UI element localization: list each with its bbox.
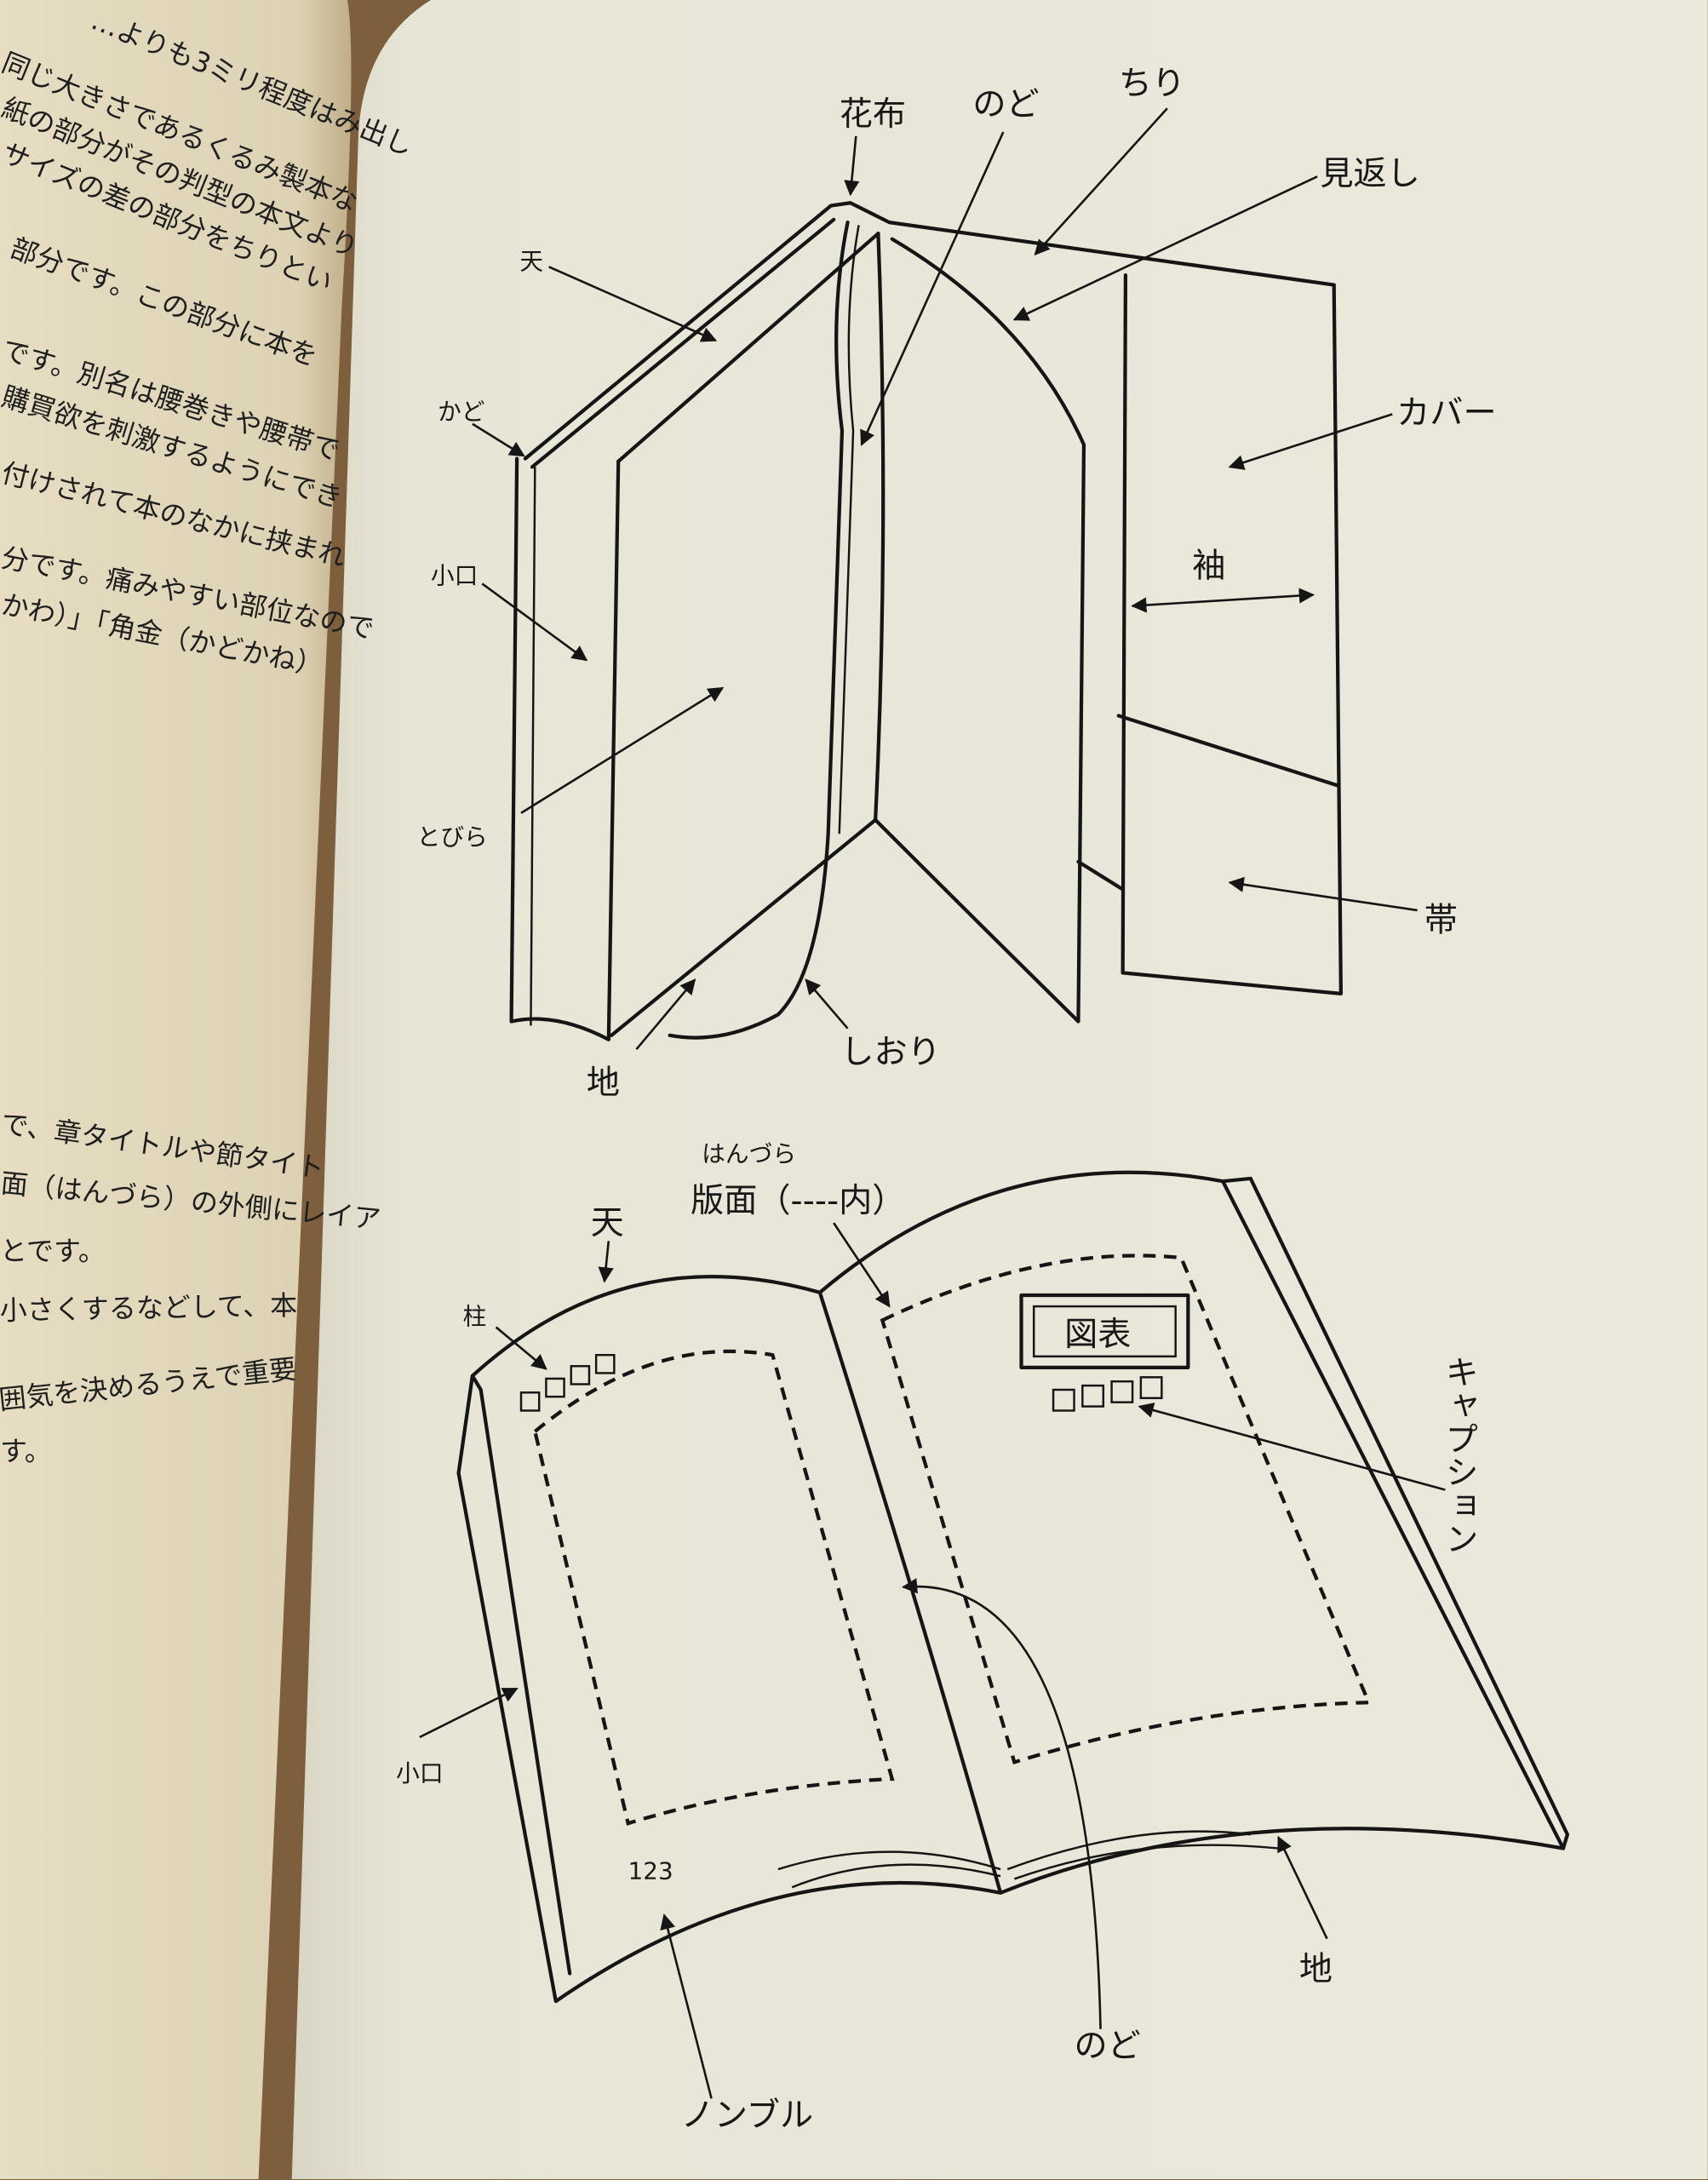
label-chiri: ちり (1119, 65, 1185, 103)
left-page (0, 0, 352, 2179)
right-page (291, 0, 1708, 2179)
arrow (472, 422, 525, 457)
running-head-squares (519, 1353, 616, 1412)
right-type-area (880, 1254, 1372, 1765)
arrow (660, 1913, 713, 2099)
text-block-bottom (609, 818, 878, 1037)
label-hanagire: 花布 (840, 95, 906, 134)
label-cover: カバー (1396, 394, 1496, 433)
bookmark-ribbon (668, 220, 850, 1040)
board-corner (1076, 859, 1125, 892)
arrow (481, 582, 588, 662)
arrow (495, 1326, 547, 1370)
arrow (1012, 175, 1318, 321)
book-anatomy-diagram: 花布 のど ちり 見返し 天 かど カバー 小口 袖 とびら 帯 地 しおり (417, 65, 1497, 1102)
fore-edge-left (470, 1374, 572, 1976)
label-kado: かど (438, 398, 484, 426)
arrow (805, 978, 849, 1030)
label-hashira: 柱 (462, 1302, 486, 1330)
label-koguchi: 小口 (396, 1759, 443, 1787)
arrow (520, 686, 725, 814)
label-caption: キャプション (1440, 1355, 1478, 1555)
arrow (844, 135, 860, 197)
figure-box-inner (1032, 1305, 1177, 1358)
label-nodo: のど (972, 85, 1039, 123)
label-ten: 天 (519, 248, 543, 276)
label-sode: 袖 (1192, 547, 1225, 585)
arrow (548, 266, 718, 342)
arrow (598, 1241, 614, 1283)
label-nombre: ノンブル (681, 2097, 813, 2135)
arrow (1277, 1835, 1328, 1940)
label-koguchi: 小口 (431, 561, 478, 589)
obi-band (1116, 714, 1339, 788)
figure-box (1019, 1293, 1190, 1370)
label-mikaeshi: 見返し (1320, 155, 1419, 193)
arrow (419, 1687, 519, 1739)
fore-edge-right (1221, 1176, 1570, 1850)
page-number: 123 (628, 1856, 673, 1885)
arrow (1228, 876, 1418, 912)
arrow (860, 131, 1005, 446)
arrow (1138, 1403, 1446, 1491)
label-chi: 地 (1299, 1951, 1333, 1989)
caption-squares (1052, 1376, 1163, 1412)
label-hanzura-ruby: はんづら (702, 1139, 796, 1167)
text-line: 小さくするなどして、本 (0, 1289, 298, 1327)
gutter (817, 1290, 1003, 1895)
arrow (901, 1578, 1102, 2029)
open-book-outline (456, 1170, 1566, 2004)
board-thickness (530, 467, 536, 1026)
label-shiori: しおり (840, 1033, 940, 1071)
label-ten: 天 (591, 1204, 624, 1242)
left-type-area (532, 1349, 895, 1826)
label-hanmen: 版面（----内） (691, 1182, 905, 1220)
page-stack-lines (777, 1830, 1279, 1889)
jacket-flap (1121, 273, 1344, 996)
gutter-line (874, 232, 886, 823)
board-edge (530, 217, 836, 469)
text-line: す。 (0, 1435, 52, 1467)
text-line: とです。 (0, 1235, 106, 1267)
double-arrow (1131, 588, 1315, 613)
bookmark-ribbon-edge (838, 225, 860, 835)
label-chi: 地 (587, 1064, 620, 1102)
right-pages (874, 237, 1086, 1024)
arrow (635, 978, 696, 1050)
arrow (1034, 107, 1168, 256)
open-book-diagram: はんづら 版面（----内） 天 柱 図表 キャプション 小口 123 地 のど… (396, 1139, 1570, 2135)
label-obi: 帯 (1424, 901, 1458, 939)
label-nodo: のど (1075, 2027, 1141, 2065)
arrow (833, 1222, 891, 1308)
text-block-top (616, 232, 880, 463)
arrow (1228, 413, 1393, 470)
front-board (509, 456, 621, 1041)
label-tobira: とびら (417, 823, 488, 851)
label-zuhyo: 図表 (1064, 1316, 1131, 1354)
